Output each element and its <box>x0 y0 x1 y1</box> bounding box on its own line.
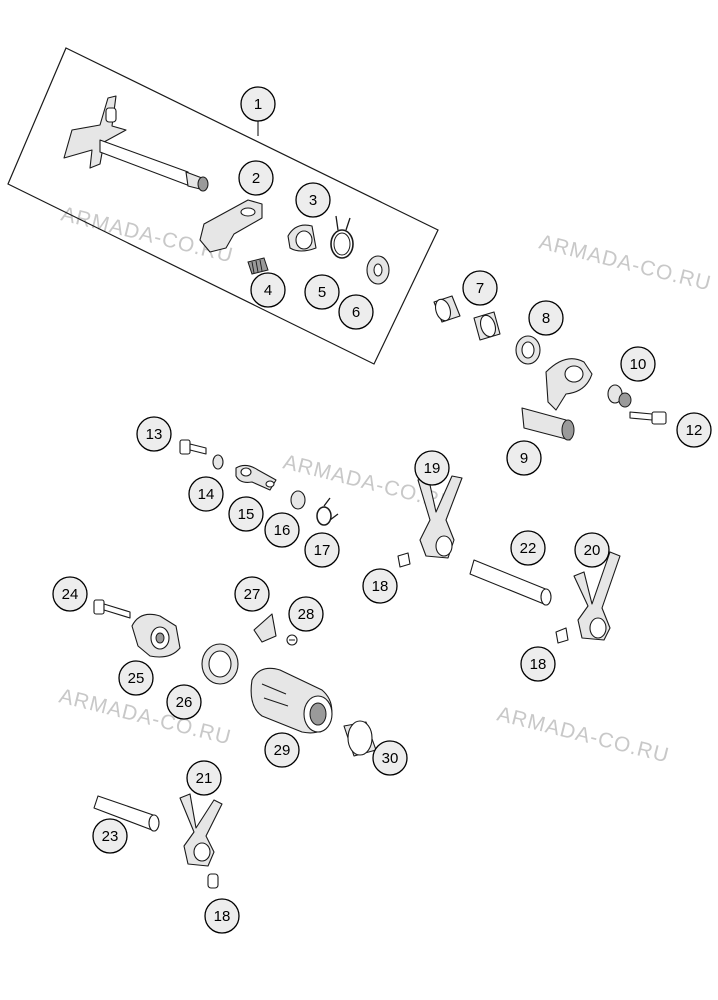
fork-rod-part-22 <box>469 559 552 606</box>
callout-1: 1 <box>240 86 276 122</box>
small-spring-part <box>247 257 269 275</box>
callout-label: 2 <box>252 170 260 187</box>
callout-6: 6 <box>338 294 374 330</box>
callout-label: 16 <box>274 522 291 539</box>
callout-5: 5 <box>304 274 340 310</box>
callout-18: 18 <box>520 646 556 682</box>
callout-label: 15 <box>238 506 255 523</box>
callout-label: 29 <box>274 742 291 759</box>
callout-label: 23 <box>102 828 119 845</box>
callout-30: 30 <box>372 740 408 776</box>
callout-24: 24 <box>52 576 88 612</box>
callout-27: 27 <box>234 576 270 612</box>
shift-lever-part <box>521 358 593 441</box>
callout-label: 14 <box>198 486 215 503</box>
callout-2: 2 <box>238 160 274 196</box>
callout-22: 22 <box>510 530 546 566</box>
callout-29: 29 <box>264 732 300 768</box>
callout-19: 19 <box>414 450 450 486</box>
callout-label: 19 <box>424 460 441 477</box>
callout-label: 28 <box>298 606 315 623</box>
shift-drum-locator-part <box>131 613 181 658</box>
callout-21: 21 <box>186 760 222 796</box>
callout-label: 18 <box>214 908 231 925</box>
shift-fork-part-20 <box>573 551 621 641</box>
callout-8: 8 <box>528 300 564 336</box>
screw-part-28 <box>286 634 298 646</box>
callout-18: 18 <box>204 898 240 934</box>
callout-10: 10 <box>620 346 656 382</box>
callout-18: 18 <box>362 568 398 604</box>
callout-7: 7 <box>462 270 498 306</box>
shift-fork-part-19 <box>417 475 463 559</box>
callout-label: 22 <box>520 540 537 557</box>
needle-bearing-part <box>343 720 377 757</box>
bushing-part-2 <box>473 311 501 341</box>
callout-label: 30 <box>382 750 399 767</box>
bolt-part-24 <box>93 599 131 619</box>
callout-label: 10 <box>630 356 647 373</box>
callout-label: 12 <box>686 422 703 439</box>
callout-3: 3 <box>295 182 331 218</box>
callout-label: 13 <box>146 426 163 443</box>
callout-12: 12 <box>676 412 712 448</box>
bushing-part <box>433 295 461 323</box>
callout-17: 17 <box>304 532 340 568</box>
assembly-frame <box>7 47 439 365</box>
callout-28: 28 <box>288 596 324 632</box>
callout-label: 17 <box>314 542 331 559</box>
bolt-part-12 <box>629 411 667 425</box>
callout-20: 20 <box>574 532 610 568</box>
pin-part <box>207 552 569 889</box>
callout-14: 14 <box>188 476 224 512</box>
callout-13: 13 <box>136 416 172 452</box>
callout-label: 3 <box>309 192 317 209</box>
callout-label: 6 <box>352 304 360 321</box>
callout-label: 9 <box>520 450 528 467</box>
spring-retainer-part <box>287 224 317 252</box>
roller-part <box>290 490 306 510</box>
watermark: ARMADA-CO.RU <box>495 703 672 768</box>
callout-label: 18 <box>530 656 547 673</box>
callout-label: 24 <box>62 586 79 603</box>
bearing-part <box>201 643 239 685</box>
callout-25: 25 <box>118 660 154 696</box>
callout-label: 21 <box>196 770 213 787</box>
torsion-spring-part <box>330 215 354 259</box>
callout-4: 4 <box>250 272 286 308</box>
shift-shaft-part <box>63 95 209 192</box>
callout-label: 25 <box>128 670 145 687</box>
callout-label: 7 <box>476 280 484 297</box>
shift-drum-part <box>250 667 333 734</box>
small-plate-part <box>253 613 277 643</box>
seal-ring-part <box>515 335 541 365</box>
callout-label: 5 <box>318 284 326 301</box>
callout-15: 15 <box>228 496 264 532</box>
callout-label: 26 <box>176 694 193 711</box>
callout-9: 9 <box>506 440 542 476</box>
callout-label: 4 <box>264 282 272 299</box>
callout-label: 27 <box>244 586 261 603</box>
washer-part <box>366 255 390 285</box>
bolt-part-13 <box>179 439 207 455</box>
nut-part <box>607 384 632 408</box>
watermark: ARMADA-CO.RU <box>57 685 234 750</box>
callout-26: 26 <box>166 684 202 720</box>
washer-part-14 <box>212 454 224 470</box>
callout-label: 1 <box>254 96 262 113</box>
callout-23: 23 <box>92 818 128 854</box>
callout-label: 8 <box>542 310 550 327</box>
callout-16: 16 <box>264 512 300 548</box>
watermark: ARMADA-CO.RU <box>537 231 714 296</box>
lever-arm-part <box>235 464 277 491</box>
spring-part-17 <box>316 497 339 526</box>
callout-label: 18 <box>372 578 389 595</box>
callout-label: 20 <box>584 542 601 559</box>
shift-fork-part-21 <box>179 793 223 867</box>
shift-plate-hole <box>240 207 256 217</box>
fork-rod-part-23 <box>93 795 160 832</box>
